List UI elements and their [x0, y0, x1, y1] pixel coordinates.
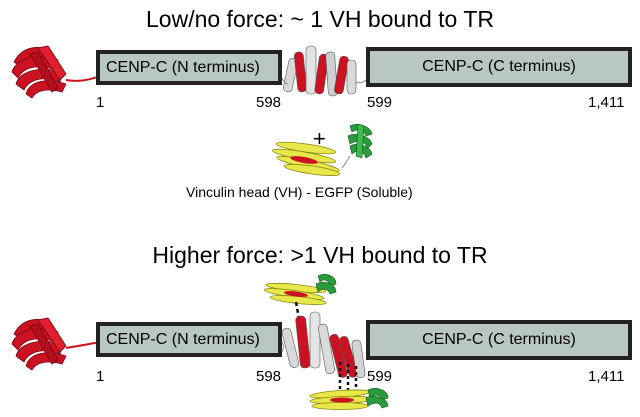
talin-rod-with-vinculin-heads-bottom [263, 274, 389, 410]
box-label: CENP-C (N terminus) [106, 58, 260, 76]
residue-label-1411-bottom: 1,411 [588, 368, 625, 385]
red-barrel-protein-icon-top [11, 45, 101, 99]
cenp-c-n-terminus-box-top: CENP-C (N terminus) [96, 50, 282, 85]
red-barrel-protein-icon-bottom [11, 317, 101, 371]
vinculin-head-caption: Vinculin head (VH) - EGFP (Soluble) [186, 184, 413, 200]
box-label: CENP-C (C terminus) [422, 331, 576, 348]
top-title: Low/no force: ~ 1 VH bound to TR [146, 6, 494, 32]
residue-label-1411-top: 1,411 [588, 94, 625, 111]
bottom-title: Higher force: >1 VH bound to TR [152, 242, 488, 268]
cenp-c-c-terminus-box-bottom: CENP-C (C terminus) [366, 320, 632, 360]
residue-label-1-top: 1 [96, 94, 105, 111]
cenp-c-c-terminus-box-top: CENP-C (C terminus) [366, 47, 632, 87]
plus-sign: + [313, 126, 326, 151]
residue-label-598-bottom: 598 [256, 368, 282, 385]
talin-rod-helices-top [281, 45, 367, 97]
egfp-barrel-icon [341, 123, 373, 169]
vinculin-head-helix-bundle-icon [272, 141, 341, 176]
residue-label-599-top: 599 [367, 94, 393, 111]
box-label: CENP-C (C terminus) [422, 58, 576, 75]
cenp-c-n-terminus-box-bottom: CENP-C (N terminus) [96, 322, 282, 357]
box-label: CENP-C (N terminus) [106, 330, 260, 348]
residue-label-1-bottom: 1 [96, 368, 105, 385]
residue-label-598-top: 598 [256, 94, 282, 111]
residue-label-599-bottom: 599 [367, 368, 393, 385]
